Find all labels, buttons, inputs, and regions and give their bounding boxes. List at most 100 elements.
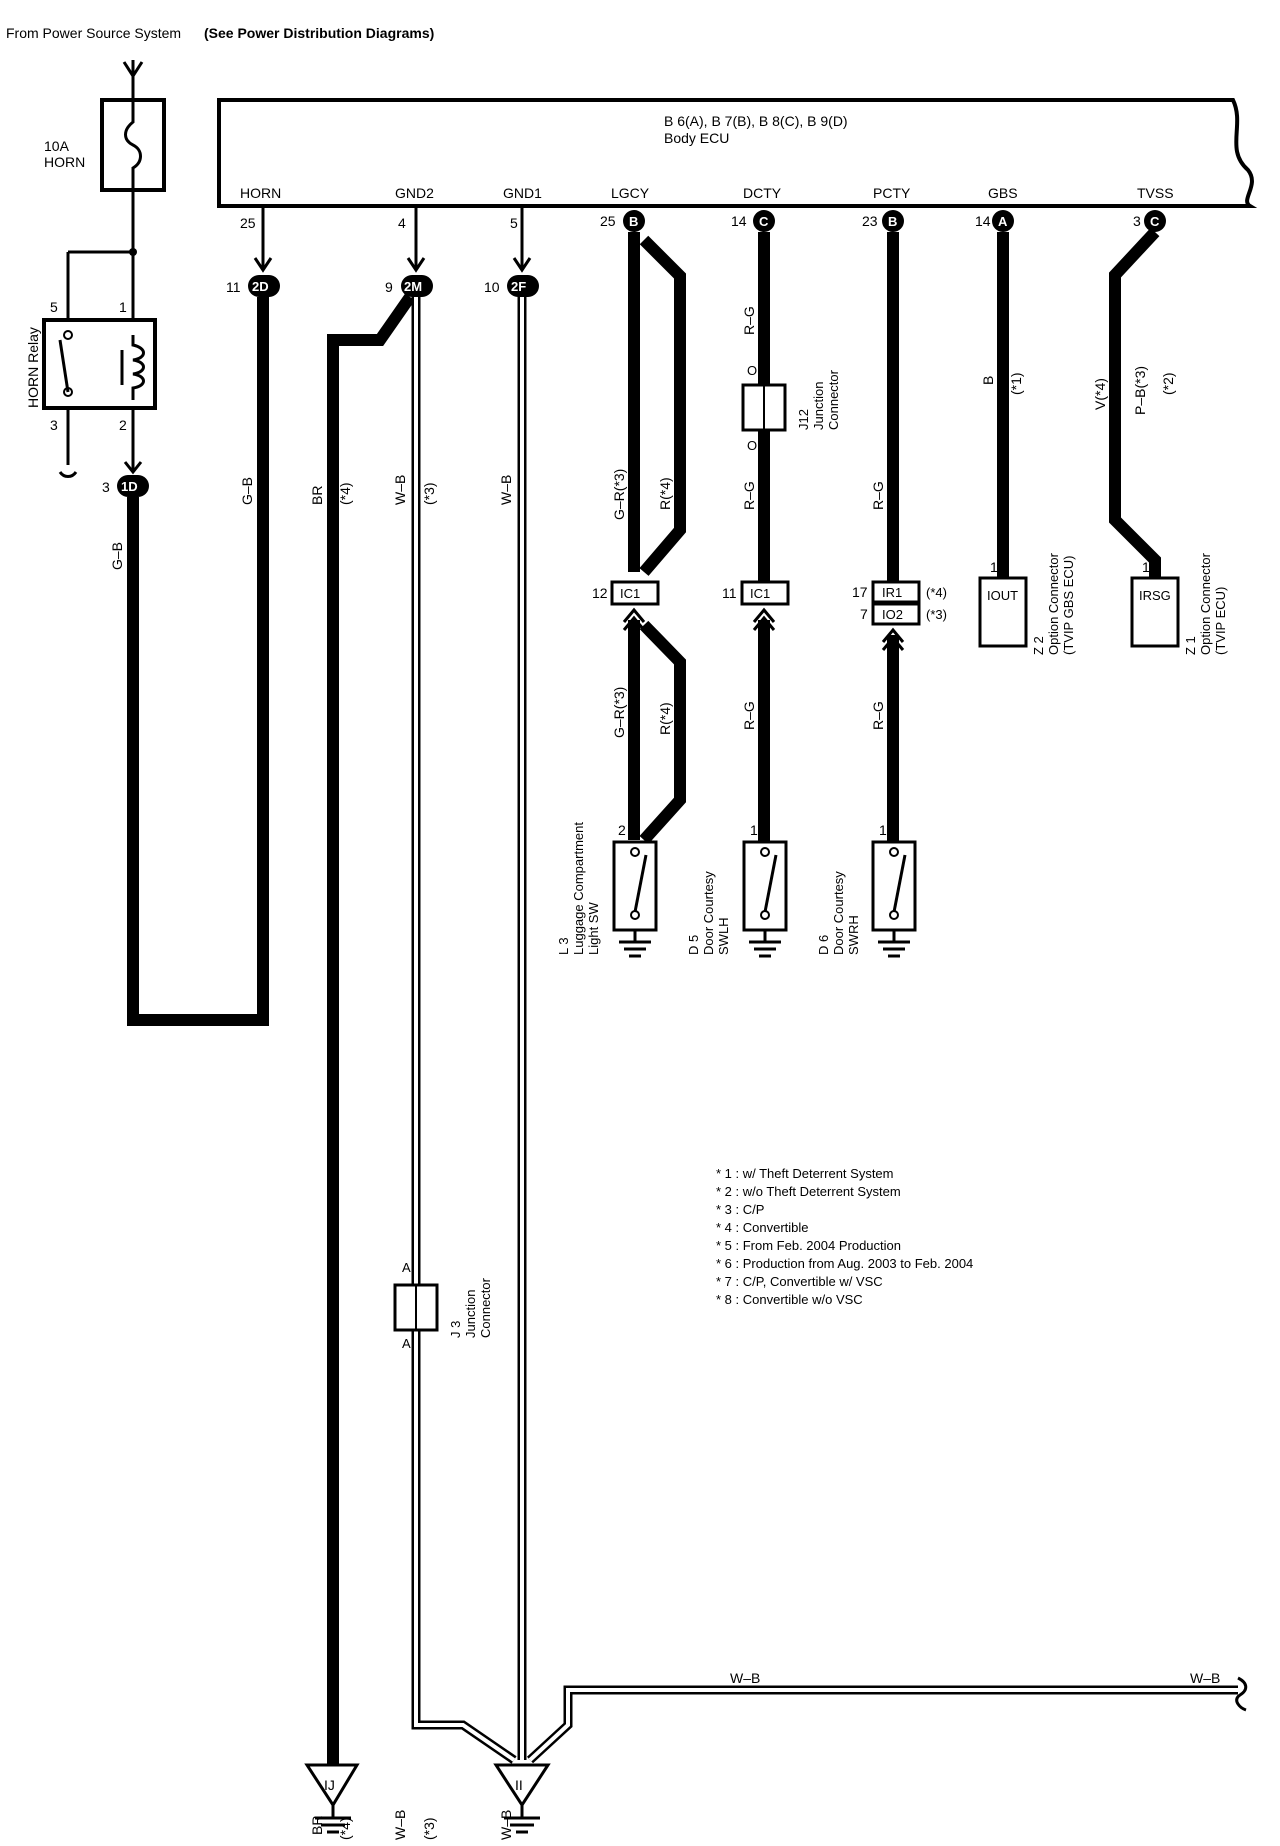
ic1-right-connector <box>740 580 790 606</box>
horn-wire <box>127 297 269 1026</box>
svg-text:A: A <box>998 214 1008 229</box>
ecu-pin-tvss: 3 <box>1133 213 1141 229</box>
relay-pin-1: 1 <box>119 299 127 315</box>
pcty-wire-color-low: R–G <box>870 701 886 730</box>
j3-pin-bottom: A <box>402 1336 411 1351</box>
j3-name: J 3 <box>448 1321 463 1338</box>
jb-2f-pin: 10 <box>484 279 500 295</box>
note-7: * 7 : C/P, Convertible w/ VSC <box>716 1274 883 1289</box>
ecu-conn-gbs: A <box>992 210 1014 232</box>
z2-line2: (TVIP GBS ECU) <box>1061 556 1076 655</box>
ecu-pin-gnd2: 4 <box>398 215 406 231</box>
br-wire-color: BR <box>309 486 325 505</box>
io2-pin: 7 <box>860 606 868 622</box>
z2-line1: Option Connector <box>1046 552 1061 655</box>
ir1-note: (*4) <box>926 585 947 600</box>
gnd2-wb-color-bottom: W–B <box>392 1810 408 1840</box>
ecu-terminal-dcty: DCTY <box>743 185 782 201</box>
ecu-terminal-horn: HORN <box>240 185 281 201</box>
z2-term: IOUT <box>987 588 1018 603</box>
ic1-left-pin: 12 <box>592 585 608 601</box>
ic1-right-id: IC1 <box>750 586 770 601</box>
ic1-left-id: IC1 <box>620 586 640 601</box>
note-4: * 4 : Convertible <box>716 1220 809 1235</box>
fuse-name: HORN <box>44 154 85 170</box>
ecu-conn-dcty: C <box>753 210 775 232</box>
j12-name: J12 <box>796 409 811 430</box>
notes-legend: * 1 : w/ Theft Deterrent System * 2 : w/… <box>716 1166 973 1307</box>
horn-wire-color: G–B <box>239 477 255 505</box>
relay-name: HORN Relay <box>25 327 41 408</box>
dcty-wire-color-mid: R–G <box>741 481 757 510</box>
d6-line2: SWRH <box>846 915 861 955</box>
d5-pin: 1 <box>750 822 758 838</box>
z1-line1: Option Connector <box>1198 552 1213 655</box>
z1-connector <box>1130 576 1180 648</box>
io2-connector <box>871 602 921 626</box>
note-3: * 3 : C/P <box>716 1202 764 1217</box>
gnd2-wb-color: W–B <box>392 475 408 505</box>
ic1-left-connector <box>610 580 660 606</box>
z2-code: Z 2 <box>1031 636 1046 655</box>
note-1: * 1 : w/ Theft Deterrent System <box>716 1166 894 1181</box>
jb-2d-pin: 11 <box>226 279 241 295</box>
br-wire-note: (*4) <box>337 482 353 505</box>
lgcy-wire-b-lower: R(*4) <box>657 702 673 735</box>
note-6: * 6 : Production from Aug. 2003 to Feb. … <box>716 1256 973 1271</box>
ground-ii: II <box>493 1763 551 1834</box>
gbs-wire-color: B <box>980 376 996 385</box>
z1-pin: 1 <box>1142 559 1150 575</box>
gnd2-wb-note-bottom: (*3) <box>421 1817 437 1840</box>
pcty-wire-color-top: R–G <box>870 481 886 510</box>
j3-desc2: Connector <box>478 1277 493 1338</box>
d6-switch <box>871 840 917 958</box>
j12-desc: Junction <box>811 382 826 430</box>
ecu-pin-lgcy: 25 <box>600 213 616 229</box>
jb-2d: 2D <box>248 275 280 297</box>
z1-line2: (TVIP ECU) <box>1213 587 1228 655</box>
svg-text:2D: 2D <box>252 279 269 294</box>
source-text: From Power Source System <box>6 25 181 41</box>
note-5: * 5 : From Feb. 2004 Production <box>716 1238 901 1253</box>
ecu-pin-gbs: 14 <box>975 213 991 229</box>
note-8: * 8 : Convertible w/o VSC <box>716 1292 863 1307</box>
right-wb-color-1: W–B <box>730 1670 760 1686</box>
relay-pin-2: 2 <box>119 417 127 433</box>
d6-code: D 6 <box>816 935 831 955</box>
gnd2-wb-note: (*3) <box>421 482 437 505</box>
power-feed <box>122 60 144 100</box>
tvss-wire-note: (*2) <box>1160 372 1176 395</box>
z2-pin: 1 <box>990 559 998 575</box>
j12-pin-bottom: O <box>747 438 757 453</box>
ecu-pin-horn: 25 <box>240 215 256 231</box>
ir1-id: IR1 <box>882 585 902 600</box>
jb-2m-pin: 9 <box>385 279 393 295</box>
dcty-wire-color-top: R–G <box>741 306 757 335</box>
l3-line1: Luggage Compartment <box>571 822 586 955</box>
d5-code: D 5 <box>686 935 701 955</box>
ecu-terminal-gbs: GBS <box>988 185 1018 201</box>
ground-ij: IJ <box>304 1763 360 1834</box>
ecu-terminal-gnd1: GND1 <box>503 185 542 201</box>
ecu-connectors: B 6(A), B 7(B), B 8(C), B 9(D) <box>664 113 848 129</box>
j3-pin-top: A <box>402 1260 411 1275</box>
jb-1d: 1D <box>117 475 149 497</box>
ecu-pin-gnd1: 5 <box>510 215 518 231</box>
lgcy-wire-a-lower: G–R(*3) <box>611 687 627 738</box>
svg-text:1D: 1D <box>121 479 138 494</box>
svg-text:II: II <box>515 1777 523 1793</box>
tvss-wire-pb: P–B(*3) <box>1132 366 1148 415</box>
gbs-wire-note: (*1) <box>1008 372 1024 395</box>
source-reference: (See Power Distribution Diagrams) <box>204 25 434 41</box>
d6-line1: Door Courtesy <box>831 871 846 955</box>
br-wire-note-bottom: (*4) <box>337 1817 353 1840</box>
svg-text:2F: 2F <box>511 279 526 294</box>
ecu-terminal-gnd2: GND2 <box>395 185 434 201</box>
right-wb-color-2: W–B <box>1190 1670 1220 1686</box>
d5-line1: Door Courtesy <box>701 871 716 955</box>
ecu-conn-tvss: C <box>1144 210 1166 232</box>
relay-pin-5: 5 <box>50 299 58 315</box>
gnd2-wb-wire <box>411 297 517 1764</box>
jb-2m: 2M <box>401 275 433 297</box>
relay-wire-color: G–B <box>109 542 125 570</box>
